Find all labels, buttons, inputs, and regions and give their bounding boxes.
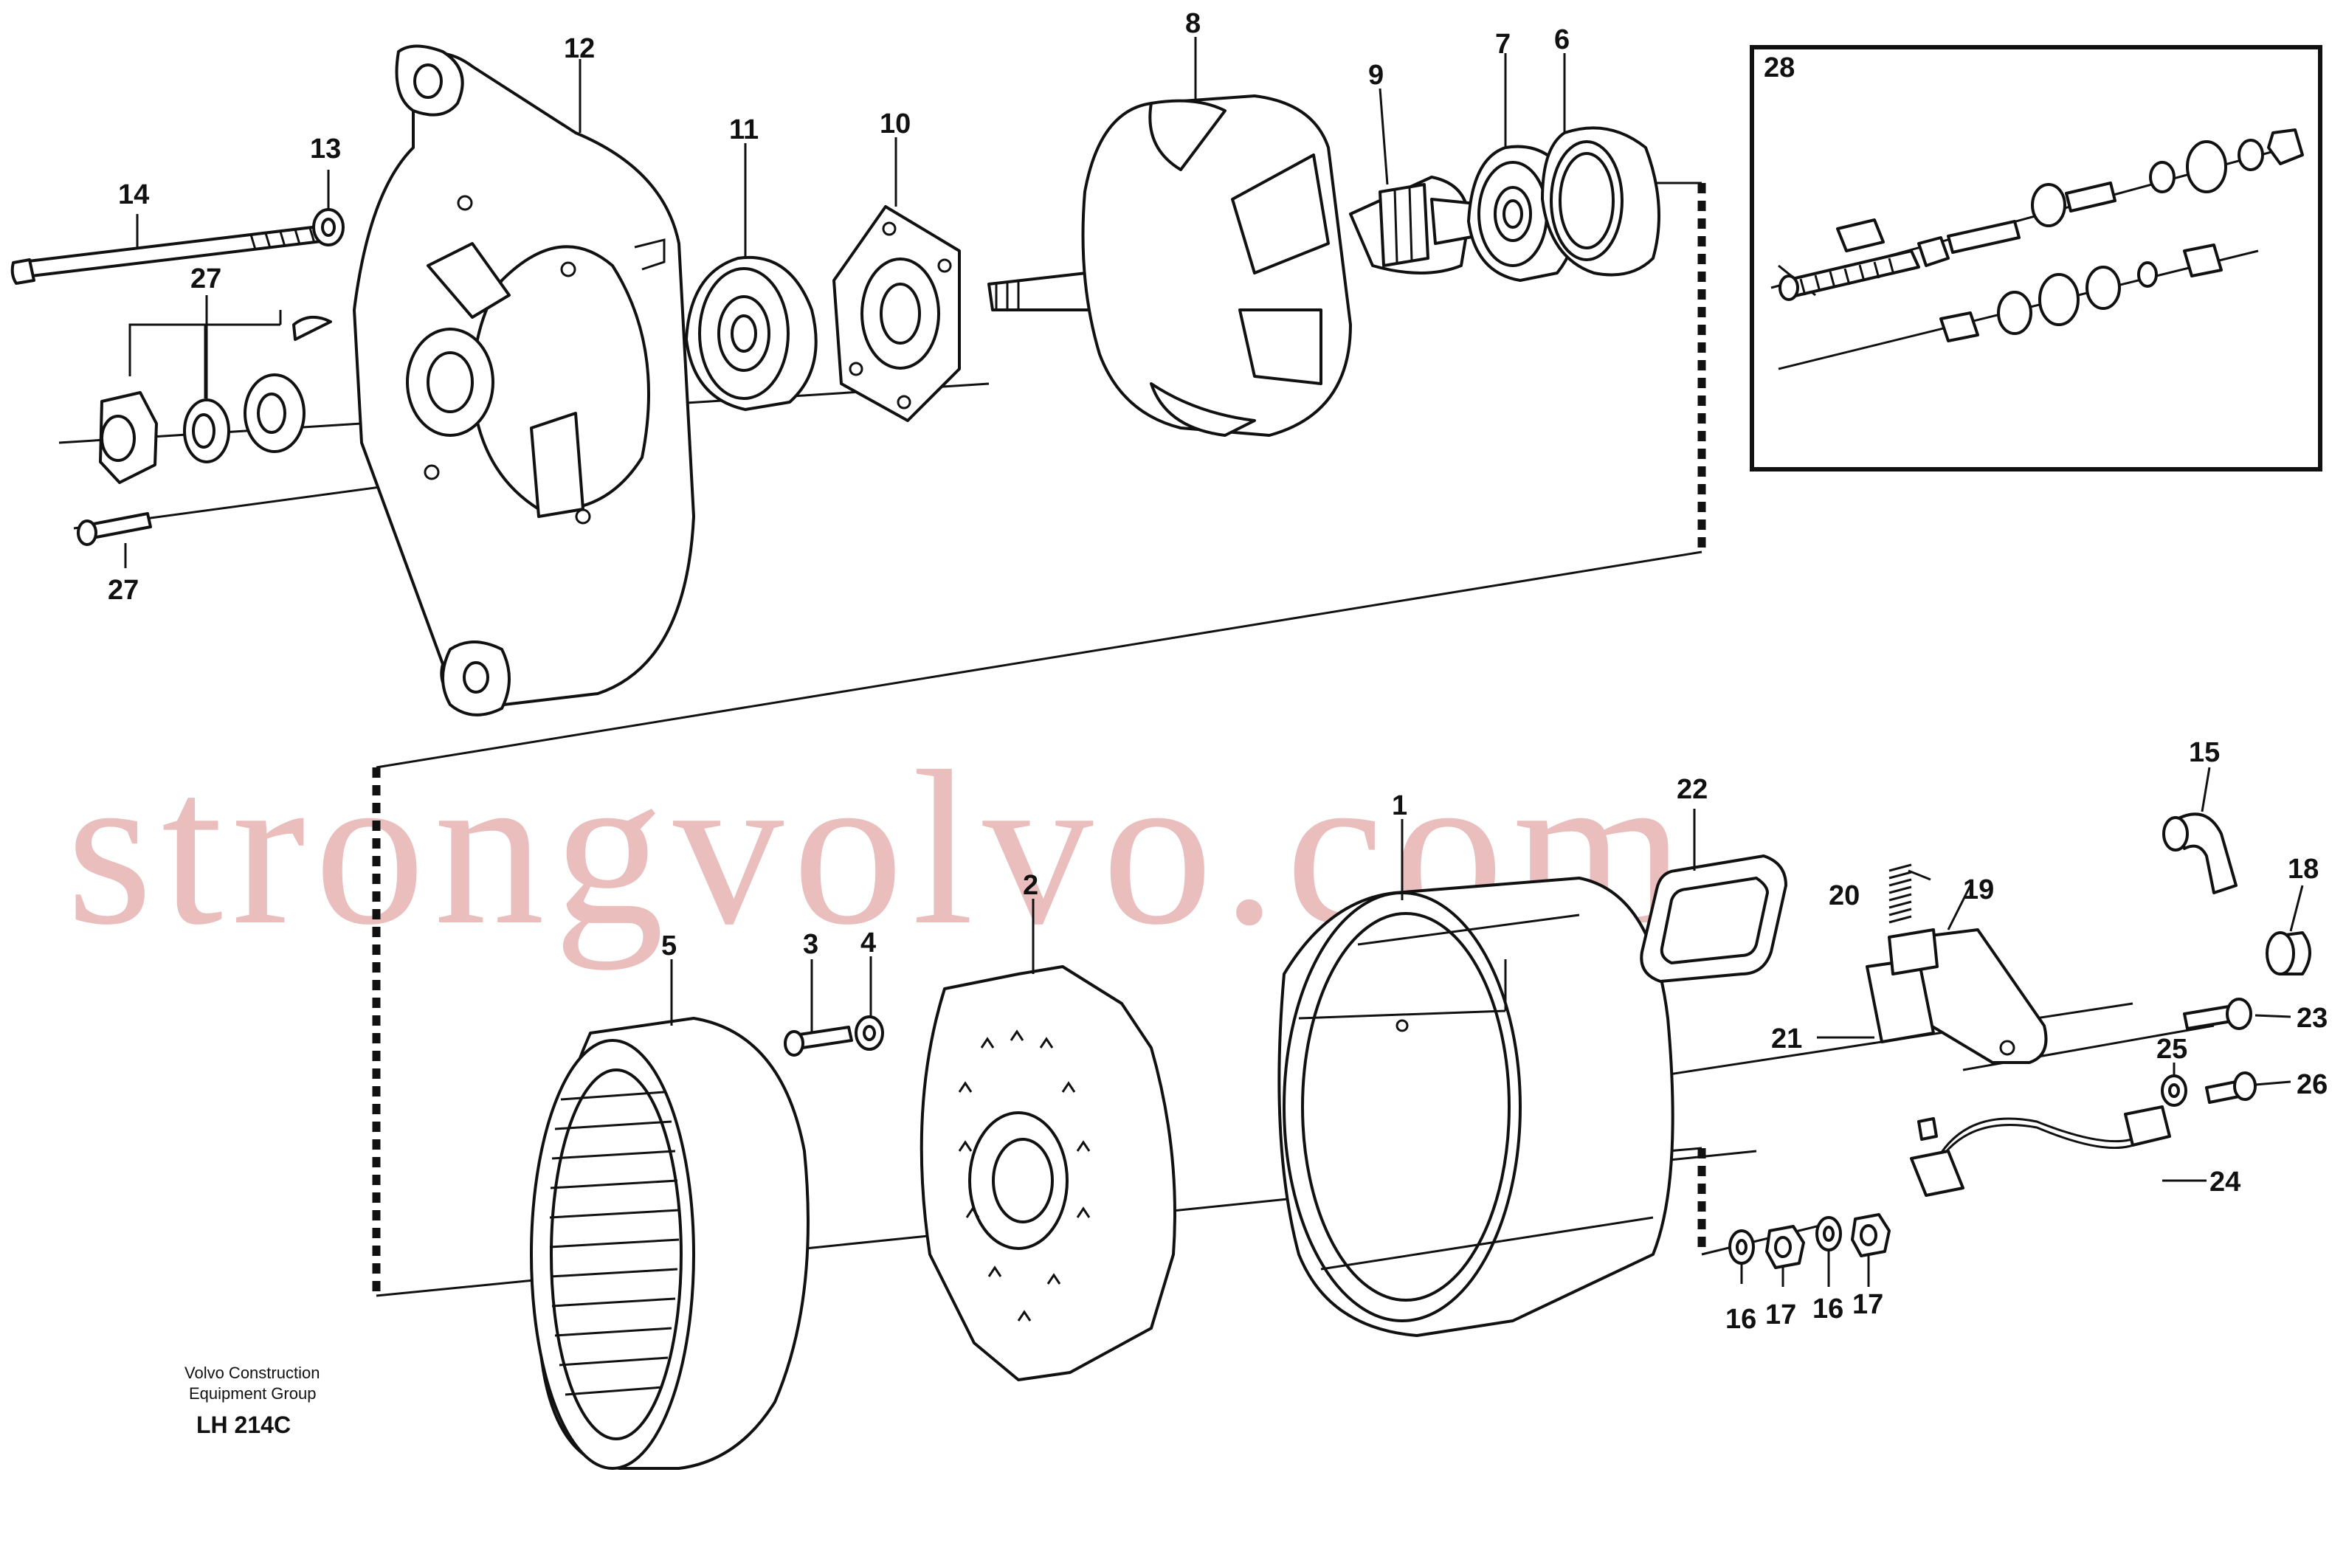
label-4: 4 <box>860 928 876 959</box>
part-21-brush[interactable] <box>1866 928 1939 1043</box>
part-8-rotor[interactable] <box>987 94 1477 437</box>
inset-box-28 <box>1750 45 2322 472</box>
part-22-gasket[interactable] <box>1640 854 1787 983</box>
label-9: 9 <box>1368 60 1384 91</box>
part-3-screw[interactable] <box>784 1026 853 1057</box>
footer-code: LH 214C <box>196 1412 291 1438</box>
part-5-stator[interactable] <box>530 1017 810 1470</box>
label-26: 26 <box>2297 1069 2328 1100</box>
part-11-bearing[interactable] <box>685 255 818 411</box>
label-14: 14 <box>118 179 149 210</box>
part-2-rectifier[interactable] <box>920 965 1176 1381</box>
label-1: 1 <box>1392 790 1407 821</box>
part-13-washer[interactable] <box>312 208 345 246</box>
part-6-bush[interactable] <box>1541 126 1660 277</box>
label-13: 13 <box>310 134 341 165</box>
part-17-nut-b[interactable] <box>1851 1213 1891 1257</box>
label-27a: 27 <box>190 263 221 294</box>
part-17-nut-a[interactable] <box>1765 1225 1805 1269</box>
label-25: 25 <box>2156 1034 2187 1065</box>
label-21: 21 <box>1771 1023 1802 1054</box>
label-20: 20 <box>1829 880 1860 911</box>
label-11: 11 <box>729 114 759 145</box>
part-4-washer[interactable] <box>855 1015 884 1051</box>
label-16b: 16 <box>1812 1294 1843 1324</box>
footer-line-1: Volvo Construction <box>184 1364 320 1382</box>
label-19: 19 <box>1963 874 1994 905</box>
label-18: 18 <box>2288 854 2319 885</box>
part-27-nut-set[interactable] <box>99 310 332 484</box>
label-22: 22 <box>1677 774 1708 805</box>
part-20-spring[interactable] <box>1888 863 1912 924</box>
guide-line-diagonal <box>376 550 1702 769</box>
part-25-washer[interactable] <box>2161 1074 2187 1107</box>
part-9-slip-ring[interactable] <box>1379 183 1429 267</box>
part-23-bolt[interactable] <box>2183 998 2252 1030</box>
footer-line-2: Equipment Group <box>189 1384 316 1403</box>
part-10-bearing-plate[interactable] <box>832 205 961 422</box>
label-17b: 17 <box>1852 1289 1883 1320</box>
label-10: 10 <box>880 108 911 139</box>
part-27-screw[interactable] <box>77 512 152 546</box>
part-14-bolt[interactable] <box>10 224 329 285</box>
label-3: 3 <box>803 929 818 960</box>
label-23: 23 <box>2297 1003 2328 1034</box>
leader-lines <box>124 37 2304 1287</box>
part-26-screw[interactable] <box>2205 1071 2257 1104</box>
label-15: 15 <box>2189 737 2220 768</box>
label-7: 7 <box>1495 29 1511 60</box>
part-24-cable[interactable] <box>1910 1105 2171 1197</box>
label-2: 2 <box>1023 870 1038 901</box>
label-8: 8 <box>1185 8 1201 39</box>
part-19-brush-holder[interactable] <box>1917 928 2048 1064</box>
footer-credit: Volvo Construction Equipment Group LH 21… <box>184 1364 320 1438</box>
part-16-washer-a[interactable] <box>1728 1229 1755 1265</box>
part-12-end-frame[interactable] <box>353 44 695 716</box>
guide-lines <box>1667 1147 1824 1256</box>
label-12: 12 <box>564 33 595 64</box>
part-1-housing[interactable] <box>1277 877 1674 1337</box>
part-18-cap[interactable] <box>2266 931 2311 975</box>
part-16-washer-b[interactable] <box>1815 1216 1842 1251</box>
label-28: 28 <box>1764 52 1795 83</box>
label-17a: 17 <box>1765 1299 1796 1330</box>
part-15-elbow[interactable] <box>2162 812 2238 894</box>
label-24: 24 <box>2209 1167 2240 1198</box>
label-16a: 16 <box>1725 1304 1756 1335</box>
callout-labels: 1 2 3 4 5 6 7 8 9 10 11 12 13 14 15 16 1… <box>108 8 2328 1335</box>
label-5: 5 <box>661 930 677 961</box>
label-27b: 27 <box>108 575 139 606</box>
label-6: 6 <box>1554 24 1570 55</box>
